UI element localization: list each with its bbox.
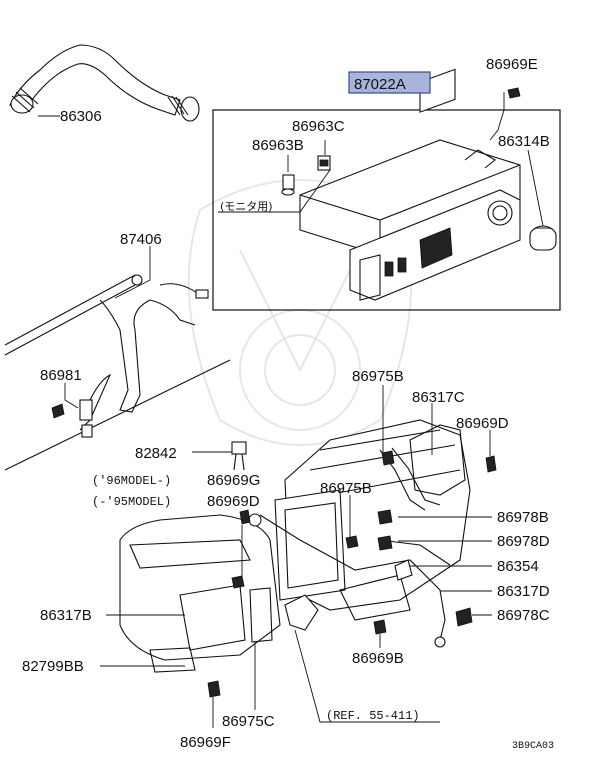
knob-86314B bbox=[527, 149, 557, 251]
label-86963C[interactable]: 86963C bbox=[292, 118, 345, 135]
label-86975C[interactable]: 86975C bbox=[222, 713, 275, 730]
label-ref-55-411[interactable]: (REF. 55-411) bbox=[326, 709, 420, 723]
label-86969G[interactable]: 86969G bbox=[207, 472, 260, 489]
label-86978C[interactable]: 86978C bbox=[497, 607, 550, 624]
bulb-86963B bbox=[281, 174, 295, 196]
label-86963B[interactable]: 86963B bbox=[252, 137, 304, 154]
actuator-ref-55-411 bbox=[284, 594, 319, 631]
label-86314B[interactable]: 86314B bbox=[498, 133, 550, 150]
label-model-95: (-'95MODEL) bbox=[92, 495, 171, 509]
harness-87406 bbox=[4, 274, 231, 471]
label-87022A[interactable]: 87022A bbox=[354, 76, 406, 93]
diagram-code: 3B9CA03 bbox=[512, 741, 554, 752]
label-82799BB[interactable]: 82799BB bbox=[22, 658, 84, 675]
screw-86969G bbox=[231, 575, 245, 589]
sensor-86354 bbox=[394, 559, 413, 581]
label-monitor-use: (モニタ用) bbox=[220, 200, 273, 213]
label-86975B-upper[interactable]: 86975B bbox=[352, 368, 404, 385]
label-87406[interactable]: 87406 bbox=[120, 231, 162, 248]
clip-86975B bbox=[381, 450, 395, 466]
label-model-96: ('96MODEL-) bbox=[92, 474, 171, 488]
connector-82842 bbox=[231, 441, 247, 471]
duct-86306 bbox=[9, 44, 200, 122]
label-86969D-left[interactable]: 86969D bbox=[207, 493, 260, 510]
label-86317C[interactable]: 86317C bbox=[412, 389, 465, 406]
leader-lines bbox=[100, 385, 492, 728]
label-86978B[interactable]: 86978B bbox=[497, 509, 549, 526]
clip-86978C bbox=[455, 607, 473, 627]
label-86317B[interactable]: 86317B bbox=[40, 607, 92, 624]
heater-unit bbox=[119, 419, 471, 673]
bulb-86963C bbox=[317, 155, 331, 171]
clip-86978B bbox=[377, 509, 393, 525]
label-86317D[interactable]: 86317D bbox=[497, 583, 550, 600]
assembly-box-87022A bbox=[212, 109, 561, 311]
label-82842[interactable]: 82842 bbox=[135, 445, 177, 462]
screw-86969F bbox=[207, 680, 221, 698]
label-86969E[interactable]: 86969E bbox=[486, 56, 538, 73]
label-86969D-right[interactable]: 86969D bbox=[456, 415, 509, 432]
label-86975B-lower[interactable]: 86975B bbox=[320, 480, 372, 497]
part-labels: 86306 87022A 86969E 86963C 86963B 86314B… bbox=[22, 56, 554, 752]
label-86981[interactable]: 86981 bbox=[40, 367, 82, 384]
clip-86981 bbox=[51, 399, 93, 438]
control-unit-87022A bbox=[299, 68, 521, 301]
screw-86969B bbox=[373, 619, 387, 635]
screw-86969D-right bbox=[485, 455, 497, 473]
label-86978D[interactable]: 86978D bbox=[497, 533, 550, 550]
clip-86975B-lower bbox=[345, 535, 359, 549]
label-86306[interactable]: 86306 bbox=[60, 108, 102, 125]
screw-86969E bbox=[507, 87, 521, 99]
screw-86969D-left bbox=[239, 509, 251, 525]
label-86354[interactable]: 86354 bbox=[497, 558, 539, 575]
clip-86978D bbox=[377, 535, 393, 551]
label-86969F[interactable]: 86969F bbox=[180, 734, 231, 751]
label-86969B[interactable]: 86969B bbox=[352, 650, 404, 667]
highlight-87022A bbox=[348, 71, 431, 94]
